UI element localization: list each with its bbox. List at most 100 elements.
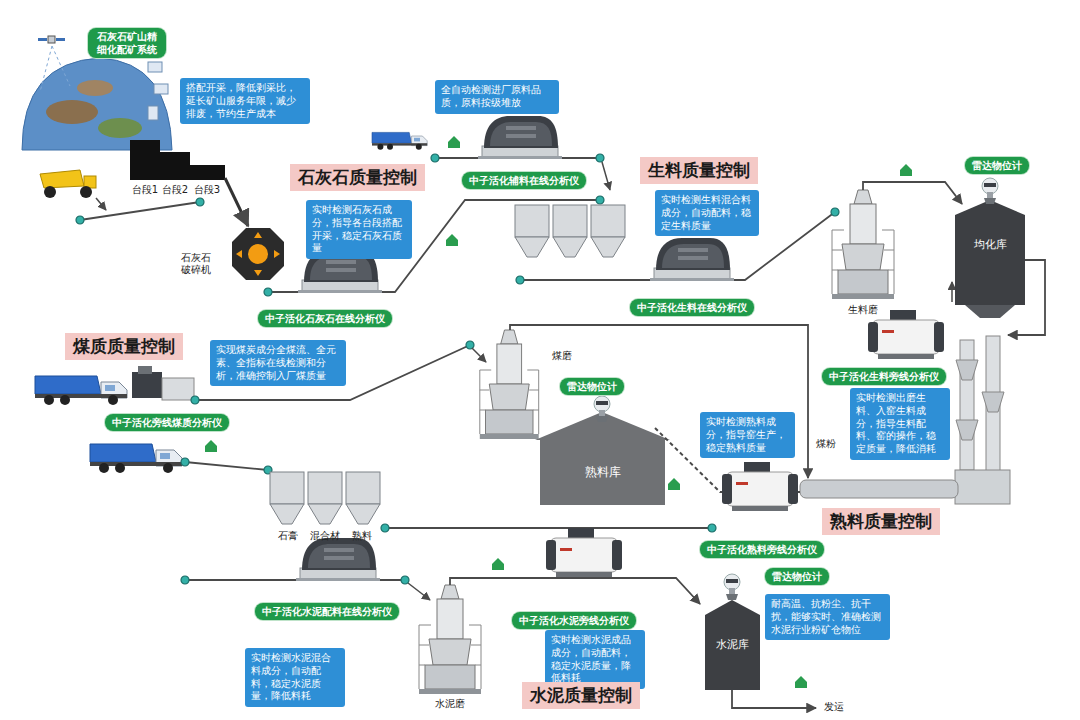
node-text: 中子活化水泥旁线分析仪 (519, 614, 629, 627)
node-text: 石灰石质量控制 (298, 167, 417, 188)
chute (225, 178, 248, 226)
cement-analyzer (296, 538, 380, 581)
pipe (450, 578, 700, 604)
node-text: 中子活化旁线煤质分析仪 (112, 416, 222, 429)
device-tag: 中子活化熟料旁线分析仪 (700, 541, 824, 558)
preheater (955, 470, 1010, 504)
node-text: 中子活化石灰石在线分析仪 (265, 312, 385, 325)
mine-globe (40, 46, 70, 92)
cement-bypass-analyzer (546, 528, 622, 577)
conveyor (76, 198, 204, 224)
node-text: 水泥质量控制 (530, 685, 632, 706)
device-tag: 中子活化旁线煤质分析仪 (105, 414, 229, 431)
node-text: 雷达物位计 (567, 380, 617, 393)
coal-sampler (132, 372, 162, 398)
conveyor (181, 576, 189, 584)
truck (35, 376, 127, 405)
radar-gauge (982, 178, 998, 204)
radar-gauge (594, 396, 610, 422)
house-icon (900, 164, 912, 176)
mine-globe (148, 106, 158, 120)
callout-box: 实时检测熟料成分，指导窑生产，稳定熟料质量 (700, 412, 795, 458)
house-icon (446, 234, 458, 246)
device-tag: 中子活化石灰石在线分析仪 (258, 310, 392, 327)
part-label: 石膏 (278, 530, 298, 542)
part-label: 煤粉 (816, 438, 836, 450)
coal-sampler (138, 366, 152, 374)
feed-arrow (96, 198, 106, 210)
mine-globe (22, 58, 172, 150)
callout-box: 全自动检测进厂原料品质，原料按级堆放 (435, 80, 559, 114)
device-tag: 中子活化辅料在线分析仪 (462, 172, 586, 189)
house-icon (795, 676, 807, 688)
callout-box: 实时检测水泥成品成分，自动配料，稳定水泥质量，降低料耗 (545, 630, 645, 689)
node-text: 搭配开采，降低剥采比，延长矿山服务年限，减少排废，节约生产成本 (186, 82, 304, 120)
node-text: 熟料库 (585, 464, 621, 481)
truck (90, 444, 182, 473)
node-text: 水泥库 (705, 637, 760, 652)
conveyor (516, 276, 524, 284)
node-text: 雷达物位计 (972, 159, 1022, 172)
preheater (956, 360, 1004, 440)
device-tag: 中子活化生料旁线分析仪 (822, 368, 946, 385)
conveyor (381, 524, 716, 532)
node-text: 全自动检测进厂原料品质，原料按级堆放 (441, 84, 553, 110)
part-label: 煤磨 (552, 350, 572, 362)
conveyor (196, 198, 204, 206)
dump-truck (40, 170, 84, 188)
coal-sampler (132, 366, 194, 400)
callout-box: 实现煤炭成分全煤流、全元素、全指标在线检测和分析，准确控制入厂煤质量 (210, 340, 346, 386)
clinker-bypass-analyzer (722, 462, 798, 511)
node-text: 实时检测石灰石成分，指导各台段搭配开采，稳定石灰石质量 (312, 204, 406, 255)
conveyor (181, 458, 272, 474)
storage-shed: 熟料库 (540, 440, 665, 505)
callout-box: 搭配开采，降低剥采比，延长矿山服务年限，减少排废，节约生产成本 (180, 78, 310, 124)
device-tag: 雷达物位计 (765, 568, 829, 585)
device-tag: 中子活化水泥配料在线分析仪 (255, 603, 399, 620)
conveyor (431, 154, 439, 162)
callout-box: 耐高温、抗粉尘、抗干扰，能够实时、准确检测水泥行业粉矿仓物位 (765, 594, 890, 640)
raw-mill (832, 190, 894, 299)
conveyor (185, 462, 268, 470)
house-icon (205, 440, 217, 452)
part-label: 石灰石破碎机 (179, 252, 213, 276)
mine-globe (98, 118, 142, 138)
mine-benches (130, 140, 225, 180)
node-text: 实时检测生料混合料成分，自动配料，稳定生料质量 (661, 194, 753, 232)
silo-roof (705, 600, 760, 615)
truck (372, 132, 427, 149)
node-text: 中子活化水泥配料在线分析仪 (262, 605, 392, 618)
dump-truck (80, 186, 92, 198)
mine-globe (46, 100, 98, 124)
node-text: 均化库 (955, 237, 1025, 252)
node-text: 雷达物位计 (772, 570, 822, 583)
pipe (863, 182, 962, 204)
dump-truck (40, 170, 96, 198)
callout-box: 实时检测水泥混合料成分，自动配料，稳定水泥质量，降低料耗 (245, 648, 345, 707)
node-text: 中子活化生料旁线分析仪 (829, 370, 939, 383)
flow-arrow (951, 282, 953, 302)
preheater (955, 336, 1010, 504)
node-text: 实时检测熟料成分，指导窑生产，稳定熟料质量 (706, 416, 789, 454)
conveyor (831, 208, 839, 216)
section-heading: 石灰石质量控制 (290, 164, 425, 191)
conveyor (596, 196, 604, 204)
silo-box: 均化库 (955, 215, 1025, 305)
cement-mill (419, 585, 481, 694)
silo-box: 水泥库 (705, 615, 760, 690)
node-text: 石灰石矿山精细化配矿系统 (94, 30, 160, 56)
device-tag: 中子活化生料在线分析仪 (630, 299, 754, 316)
mine-globe (148, 62, 162, 72)
part-label: 台段2 (162, 184, 188, 196)
conveyor (264, 288, 272, 296)
crusher (248, 244, 268, 264)
feed-arrow (408, 583, 430, 600)
coal-mill (480, 330, 539, 439)
house-icon (448, 136, 460, 148)
section-heading: 水泥质量控制 (522, 682, 640, 709)
node-text: 实时检测出磨生料、入窑生料成分，指导生料配料、窑的操作，稳定质量，降低消耗 (856, 392, 944, 456)
mine-globe (56, 38, 65, 41)
conveyor (268, 200, 600, 292)
